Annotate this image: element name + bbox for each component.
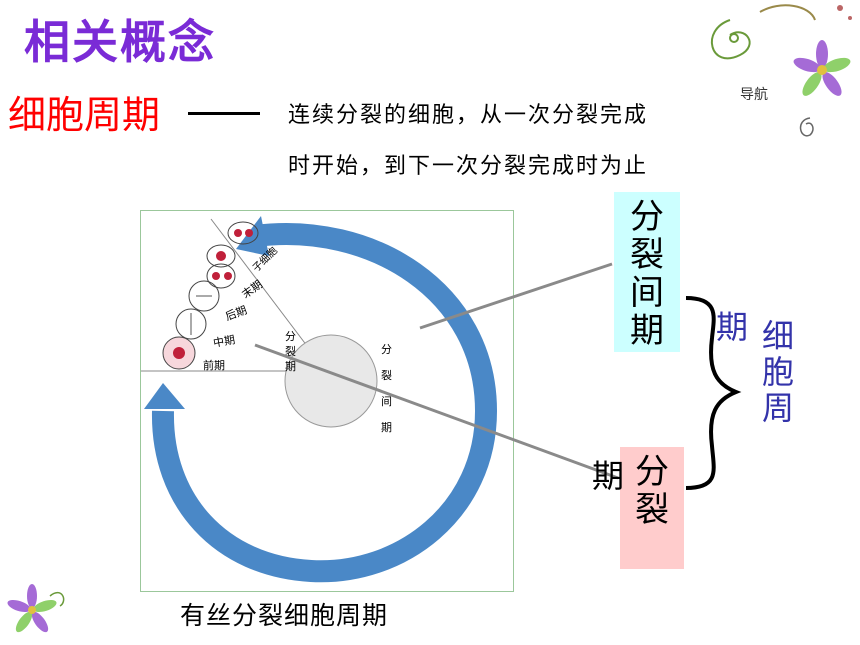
definition-line-2: 时开始，到下一次分裂完成时为止 <box>288 154 649 179</box>
cell-cycle-label: 细 胞 周 <box>762 318 794 426</box>
flower-decoration-icon <box>711 4 852 137</box>
mitosis-prefix: 期 <box>592 457 625 495</box>
mitosis-cells <box>162 221 259 370</box>
arrow-head-top <box>236 216 269 256</box>
arrow-head-left <box>144 383 185 409</box>
interphase-inner-char: 分 <box>381 343 392 356</box>
term-label: 细胞周期 <box>8 93 161 137</box>
mitosis-inner-label: 分 裂 期 <box>285 329 296 374</box>
cycle-char: 周 <box>762 389 795 427</box>
phase-label-prophase: 前期 <box>203 359 225 372</box>
interphase-char: 分 <box>630 197 664 237</box>
mitosis-char: 裂 <box>635 490 669 530</box>
cycle-arrow <box>151 223 498 583</box>
diagram-caption: 有丝分裂细胞周期 <box>180 601 389 630</box>
interphase-box: 分 裂 间 期 <box>614 192 680 352</box>
cycle-char: 细 <box>762 317 795 355</box>
interphase-char: 裂 <box>630 235 664 275</box>
mitosis-inner-char: 分 <box>285 330 296 343</box>
mitosis-inner-char: 裂 <box>285 345 296 358</box>
interphase-inner-char: 裂 <box>381 369 392 382</box>
brace <box>685 296 742 490</box>
interphase-pointer <box>419 262 613 330</box>
flower-bottom-icon <box>7 584 65 633</box>
mitosis-char: 分 <box>635 452 669 492</box>
interphase-suffix: 期 <box>716 308 749 346</box>
mitosis-pointer <box>254 343 619 480</box>
interphase-inner-char: 间 <box>381 395 392 408</box>
interphase-inner-char: 期 <box>381 421 392 434</box>
definition-line-1: 连续分裂的细胞，从一次分裂完成 <box>288 103 649 128</box>
mitosis-box: 分 裂 <box>620 447 684 569</box>
interphase-char: 期 <box>630 311 664 351</box>
cycle-char: 胞 <box>762 353 795 391</box>
page-title: 相关概念 <box>24 15 216 69</box>
inner-circle <box>284 334 378 428</box>
term-dash <box>188 112 260 115</box>
interphase-char: 间 <box>630 273 664 313</box>
interphase-inner-label: 分 裂 间 期 <box>381 337 392 441</box>
nav-link[interactable]: 导航 <box>740 87 768 103</box>
mitosis-inner-char: 期 <box>285 360 296 373</box>
cell-cycle-diagram: 子细胞 末期 后期 中期 前期 分 裂 期 分 裂 间 期 <box>140 210 514 592</box>
